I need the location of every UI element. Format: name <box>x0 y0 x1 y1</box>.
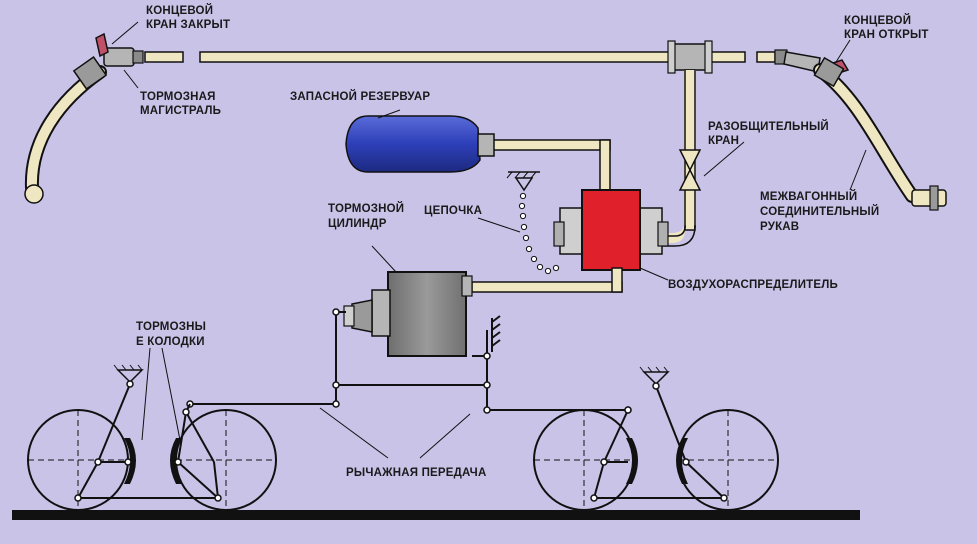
left-end-valve <box>95 21 144 67</box>
reserve-tank <box>345 109 495 173</box>
label-end-valve-open-line1: КОНЦЕВОЙ <box>844 14 911 27</box>
label-brake-shoes-line2: Е КОЛОДКИ <box>136 336 205 348</box>
air-distributor <box>553 189 669 281</box>
label-brake-shoes: ТОРМОЗНЫ Е КОЛОДКИ <box>136 321 206 348</box>
label-brake-line: ТОРМОЗНАЯ МАГИСТРАЛЬ <box>140 91 221 117</box>
brake-shoe-right-2 <box>676 438 688 484</box>
label-isolation-valve: РАЗОБЩИТЕЛЬНЫЙ КРАН <box>708 120 829 147</box>
label-reserve-tank: ЗАПАСНОЙ РЕЗЕРВУАР <box>290 90 430 103</box>
label-end-valve-closed-line1: КОНЦЕВОЙ <box>146 4 213 17</box>
label-hose-line1: МЕЖВАГОННЫЙ <box>760 190 857 203</box>
isolation-valve <box>678 141 745 191</box>
left-hose <box>24 56 108 204</box>
brake-main-line <box>144 40 776 74</box>
label-isolation-valve-line2: КРАН <box>708 135 739 147</box>
label-brake-shoes-line1: ТОРМОЗНЫ <box>136 321 206 333</box>
bogie-left-joints <box>74 380 222 502</box>
lever-linkage <box>190 311 628 411</box>
label-linkage: РЫЧАЖНАЯ ПЕРЕДАЧА <box>346 467 486 479</box>
rail <box>12 510 860 520</box>
wheel-rear-right <box>677 409 779 511</box>
brake-shoe-right-1 <box>626 438 638 484</box>
label-end-valve-closed-line2: КРАН ЗАКРЫТ <box>146 19 230 31</box>
label-brake-line-line2: МАГИСТРАЛЬ <box>140 105 221 117</box>
wheel-front-right <box>175 409 277 511</box>
label-end-valve-closed: КОНЦЕВОЙ КРАН ЗАКРЫТ <box>146 4 230 31</box>
reserve-tank-pipe <box>489 139 611 193</box>
bogie-right-joints <box>590 382 728 502</box>
label-hose-line3: РУКАВ <box>760 221 799 233</box>
label-hose: МЕЖВАГОННЫЙ СОЕДИНИТЕЛЬНЫЙ РУКАВ <box>760 190 879 233</box>
label-brake-cylinder-line1: ТОРМОЗНОЙ <box>328 202 404 215</box>
label-air-distributor: ВОЗДУХОРАСПРЕДЕЛИТЕЛЬ <box>668 279 838 291</box>
wheel-rear-left <box>533 409 635 511</box>
chain <box>477 171 560 275</box>
bogie-left-rigging <box>77 364 219 499</box>
label-chain: ЦЕПОЧКА <box>424 205 482 217</box>
label-end-valve-open-line2: КРАН ОТКРЫТ <box>844 29 929 41</box>
leader-lines <box>123 69 867 459</box>
label-brake-cylinder-line2: ЦИЛИНДР <box>328 218 387 230</box>
brake-cylinder <box>343 245 473 357</box>
label-brake-cylinder: ТОРМОЗНОЙ ЦИЛИНДР <box>328 202 404 230</box>
label-end-valve-open: КОНЦЕВОЙ КРАН ОТКРЫТ <box>844 14 929 41</box>
label-brake-line-line1: ТОРМОЗНАЯ <box>140 91 216 103</box>
label-hose-line2: СОЕДИНИТЕЛЬНЫЙ <box>760 205 879 218</box>
valve-handle-closed <box>95 32 109 58</box>
right-hose <box>813 56 947 211</box>
label-isolation-valve-line1: РАЗОБЩИТЕЛЬНЫЙ <box>708 120 829 133</box>
